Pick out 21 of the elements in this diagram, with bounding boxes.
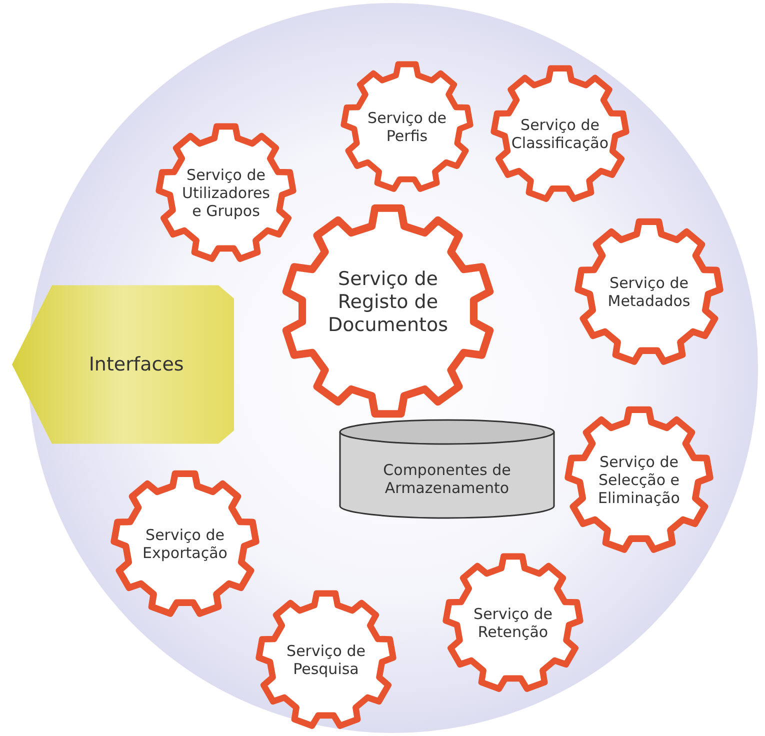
cylinder-label: Componentes de Armazenamento (382, 461, 512, 498)
gear-node (256, 590, 396, 730)
gear-node (280, 203, 496, 419)
gear-label: Serviço de Perfis (366, 109, 448, 145)
gear-label: Serviço de Retenção (472, 605, 554, 641)
gear-label: Serviço de Exportação (142, 526, 228, 562)
gear-label: Serviço de Selecção e Eliminação (597, 453, 681, 507)
gear-node (565, 406, 713, 554)
gear-label: Serviço de Pesquisa (286, 642, 366, 678)
gear-node (111, 470, 259, 618)
gear-label: Serviço de Utilizadores e Grupos (180, 166, 271, 220)
gear-node (575, 218, 723, 366)
gear-node (156, 123, 296, 263)
gear-node (443, 553, 583, 693)
gear-node (491, 65, 629, 203)
gear-label: Serviço de Registo de Documentos (327, 268, 449, 337)
gear-label: Serviço de Classificação (510, 116, 610, 152)
storage-cylinder (338, 418, 556, 520)
gear-label: Serviço de Metadados (606, 274, 692, 310)
panel-label: Interfaces (88, 353, 185, 376)
gear-node (341, 61, 473, 193)
